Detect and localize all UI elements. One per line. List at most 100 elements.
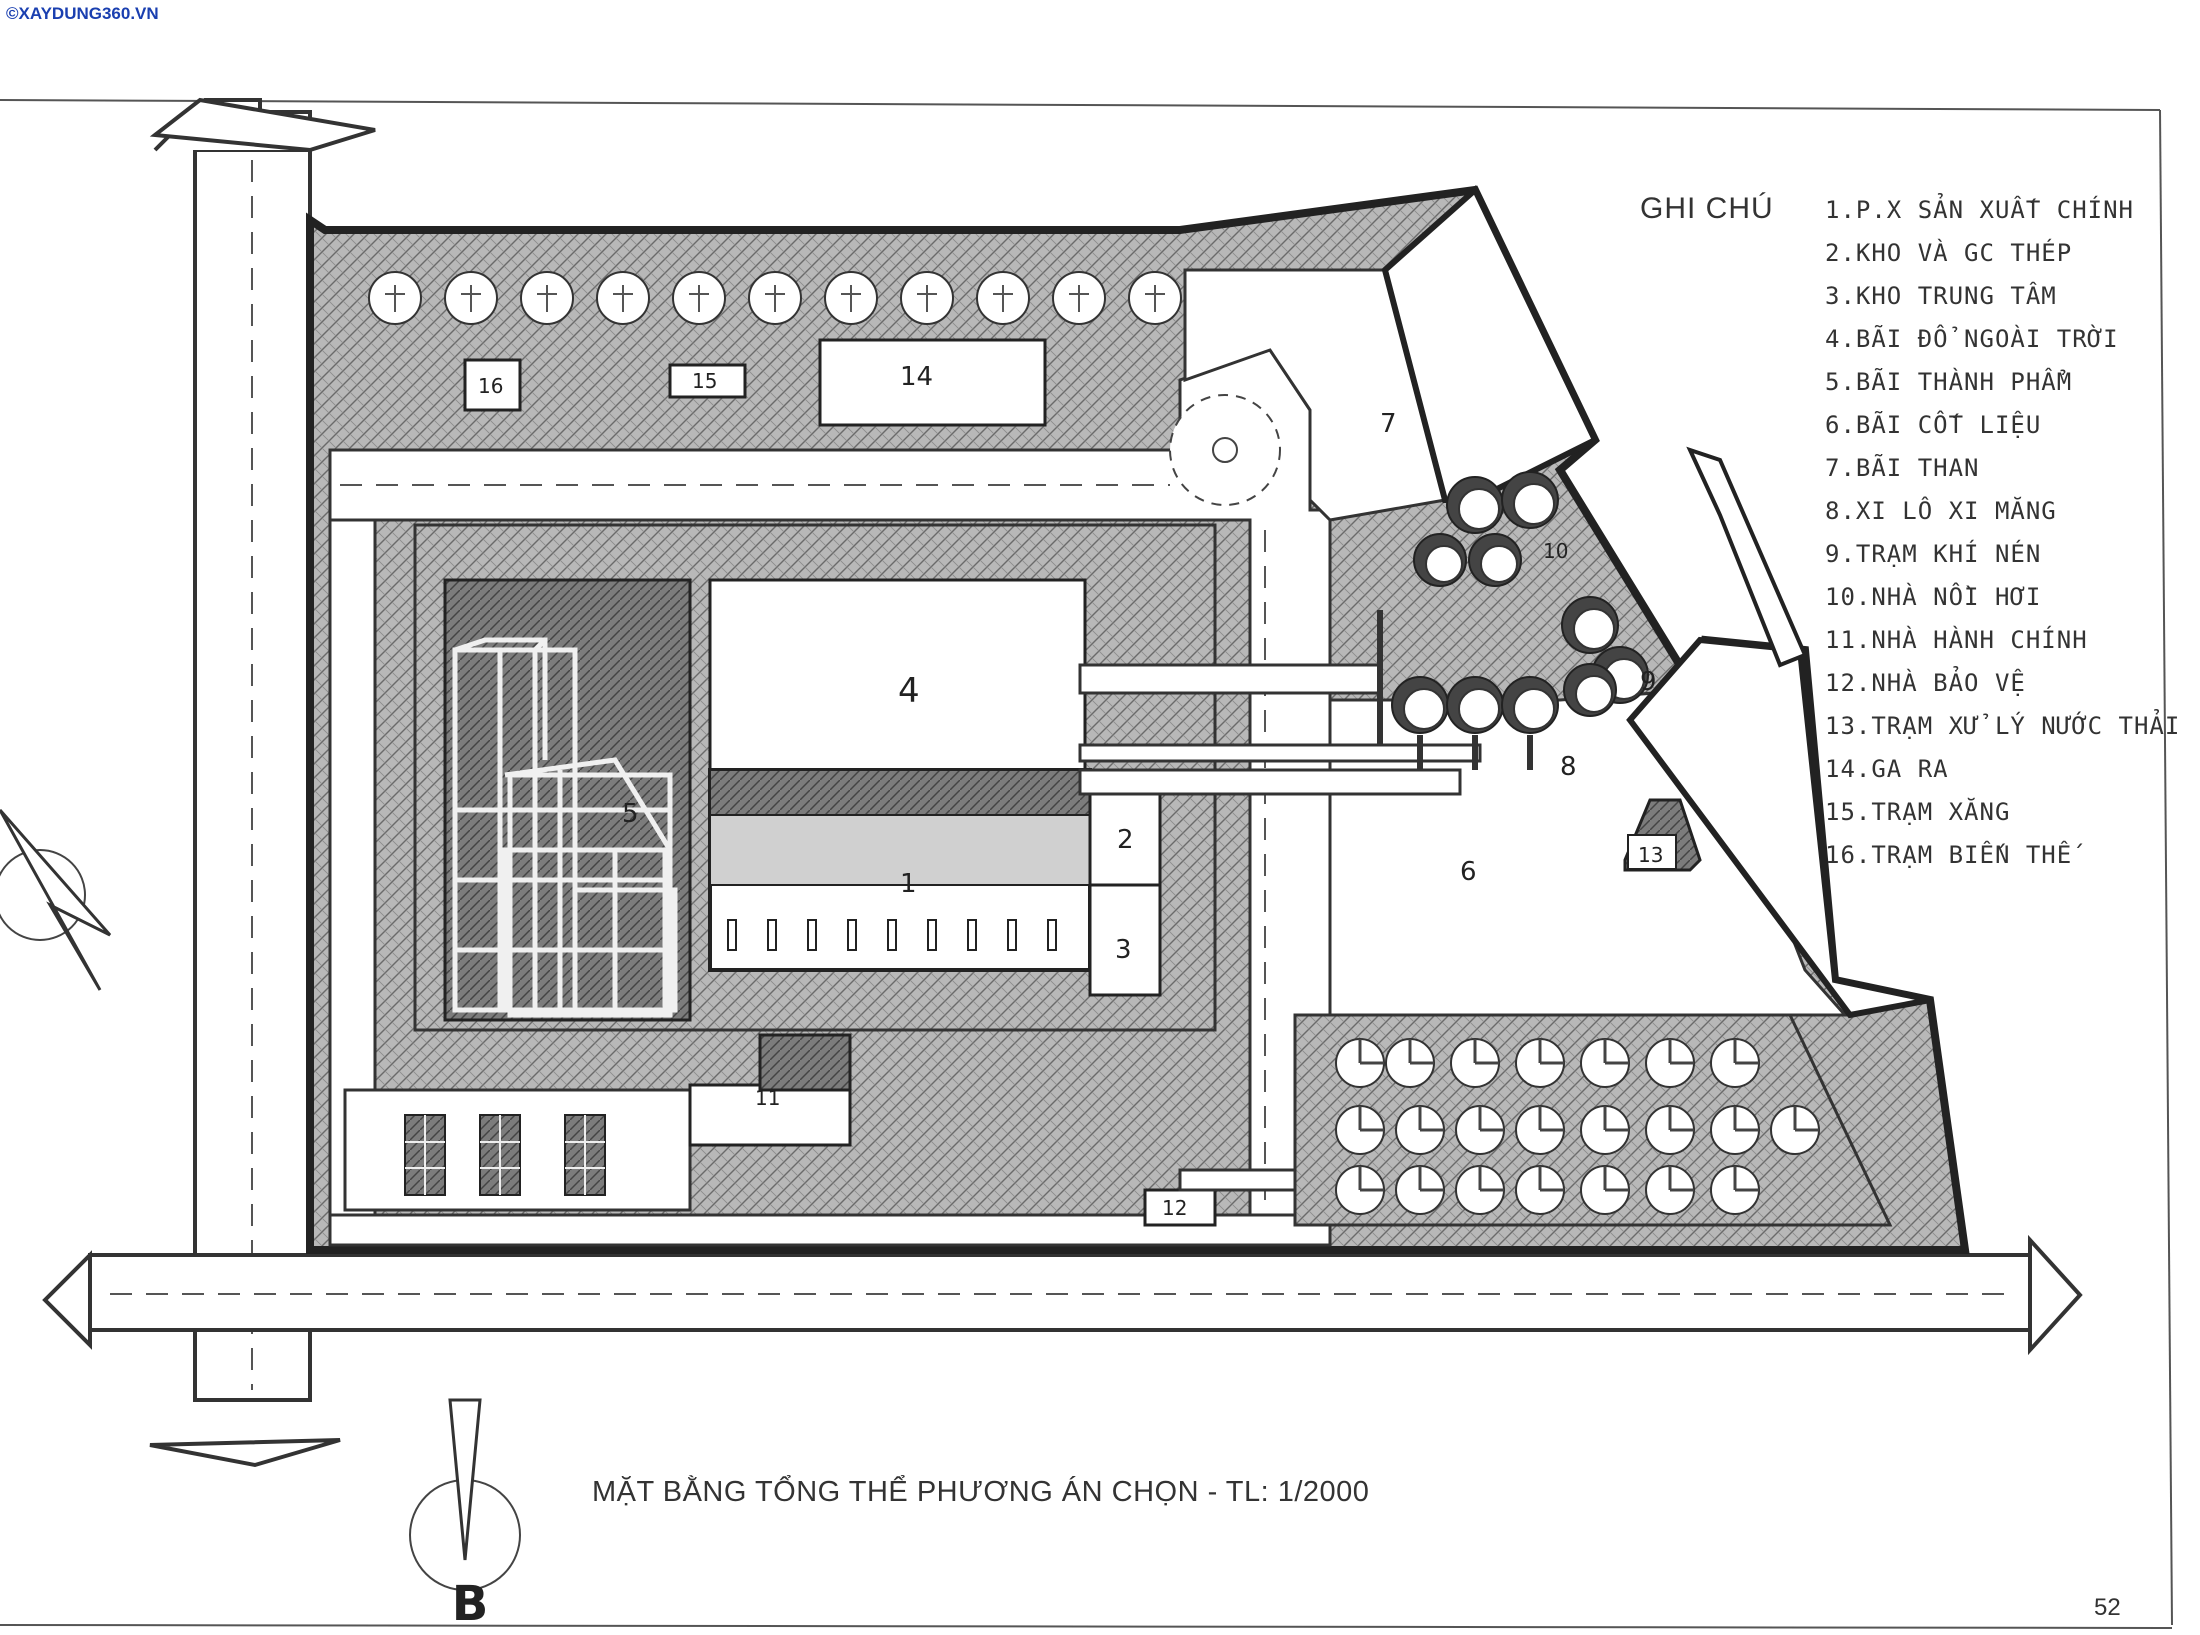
tree-icon [1395,1165,1445,1215]
tree-icon [1455,1105,1505,1155]
tree-icon [1580,1038,1630,1088]
tree-icon [1450,1038,1500,1088]
zone-label-2: 2 [1117,825,1134,855]
tree-icon [1580,1165,1630,1215]
gantry-frames [452,637,678,1018]
wastewater-station-13 [1623,798,1702,872]
tree-icon [748,271,802,325]
tree-icon [1395,1105,1445,1155]
tree-icon [1645,1105,1695,1155]
legend-item: 11.NHÀ HÀNH CHÍNH [1825,626,2088,654]
tree-icon [596,271,650,325]
legend-item: 14.GA RA [1825,755,1949,783]
silo [1446,676,1504,734]
tree-icon [1335,1105,1385,1155]
top-buildings [463,338,1047,427]
tree-icon [520,271,574,325]
legend-item: 8.XI LÔ XI MĂNG [1825,497,2057,525]
north-arrow-icon: B [409,1398,521,1632]
silo [1391,676,1449,734]
window [767,919,777,951]
tree-icon [1710,1165,1760,1215]
page-number: 52 [2094,1594,2121,1621]
hall-windows [727,919,1057,951]
tree-icon [900,271,954,325]
legend-item: 15.TRẠM XĂNG [1825,798,2011,826]
legend-item: 6.BÃI CỐT LIỆU [1825,411,2042,439]
tree-icon [1580,1105,1630,1155]
zone-label-14: 14 [900,362,933,392]
window [887,919,897,951]
zone-label-8: 8 [1560,752,1577,782]
zone-label-10: 10 [1543,539,1568,563]
watermark-logo: ©XAYDUNG360.VN [6,4,159,23]
window [727,919,737,951]
top-tree-row [368,271,1182,325]
coal-yard-7 [1183,185,1599,522]
legend-item: 9.TRẠM KHÍ NÉN [1825,540,2042,568]
tree-icon [1128,271,1182,325]
sheet-frame [0,99,2173,1629]
zone-label-11: 11 [755,1086,780,1110]
tree-icon [1385,1038,1435,1088]
zone-label-4: 4 [898,671,920,711]
legend-item: 12.NHÀ BẢO VỆ [1825,669,2026,697]
silo [1468,533,1522,587]
zone-label-3: 3 [1115,935,1132,965]
window [807,919,817,951]
legend-item: 2.KHO VÀ GC THÉP [1825,239,2073,267]
building-window-block [564,1114,606,1196]
legend-title: GHI CHÚ [1640,192,1774,225]
silo [1501,676,1559,734]
tree-icon [1645,1165,1695,1215]
zone-label-12: 12 [1162,1196,1187,1220]
tree-icon [1710,1105,1760,1155]
admin-windows [404,1114,606,1196]
legend-list: 1.P.X SẢN XUẤT CHÍNH 2.KHO VÀ GC THÉP 3.KH… [1825,196,2180,884]
tree-icon [1515,1105,1565,1155]
boat [1686,446,1808,668]
zone-label-13: 13 [1638,843,1663,867]
window [927,919,937,951]
wind-rose-icon [0,809,112,991]
building-window-block [404,1114,446,1196]
legend-item: 13.TRẠM XỬ LÝ NƯỚC THẢI [1825,712,2181,740]
central-block [413,523,1217,1032]
tree-icon [1770,1105,1820,1155]
tree-icon [1335,1165,1385,1215]
fuel-station-15 [668,363,747,399]
silo [1446,476,1504,534]
tree-icon [368,271,422,325]
legend-item: 10.NHÀ NỒI HƠI [1825,583,2042,611]
zone-label-16: 16 [478,374,503,398]
tree-icon [444,271,498,325]
window [1007,919,1017,951]
garage-14 [818,338,1047,427]
access-roads [42,97,2083,1468]
zone-label-7: 7 [1380,409,1397,439]
tree-icon [824,271,878,325]
tree-icon [1455,1165,1505,1215]
window [1047,919,1057,951]
legend-item: 7.BÃI THAN [1825,454,1980,482]
conveyor-lines [1078,663,1482,796]
legend-item: 1.P.X SẢN XUẤT CHÍNH [1825,196,2134,224]
roundabout [1169,394,1281,506]
tree-icon [1515,1165,1565,1215]
drawing-caption: MẶT BẰNG TỔNG THỂ PHƯƠNG ÁN CHỌN - TL: 1… [592,1476,1370,1508]
tree-icon [672,271,726,325]
tree-icon [1052,271,1106,325]
legend-item: 3.KHO TRUNG TÂM [1825,282,2057,310]
tree-icon [1335,1038,1385,1088]
zone-label-9: 9 [1640,667,1657,697]
tree-icon [1710,1038,1760,1088]
window [967,919,977,951]
silo [1561,596,1619,654]
zone-label-6: 6 [1460,857,1477,887]
legend-item: 5.BÃI THÀNH PHẨM [1825,368,2073,396]
zone-label-15: 15 [692,369,717,393]
window [847,919,857,951]
legend-item: 4.BÃI ĐỔ NGOÀI TRỜI [1825,325,2119,353]
